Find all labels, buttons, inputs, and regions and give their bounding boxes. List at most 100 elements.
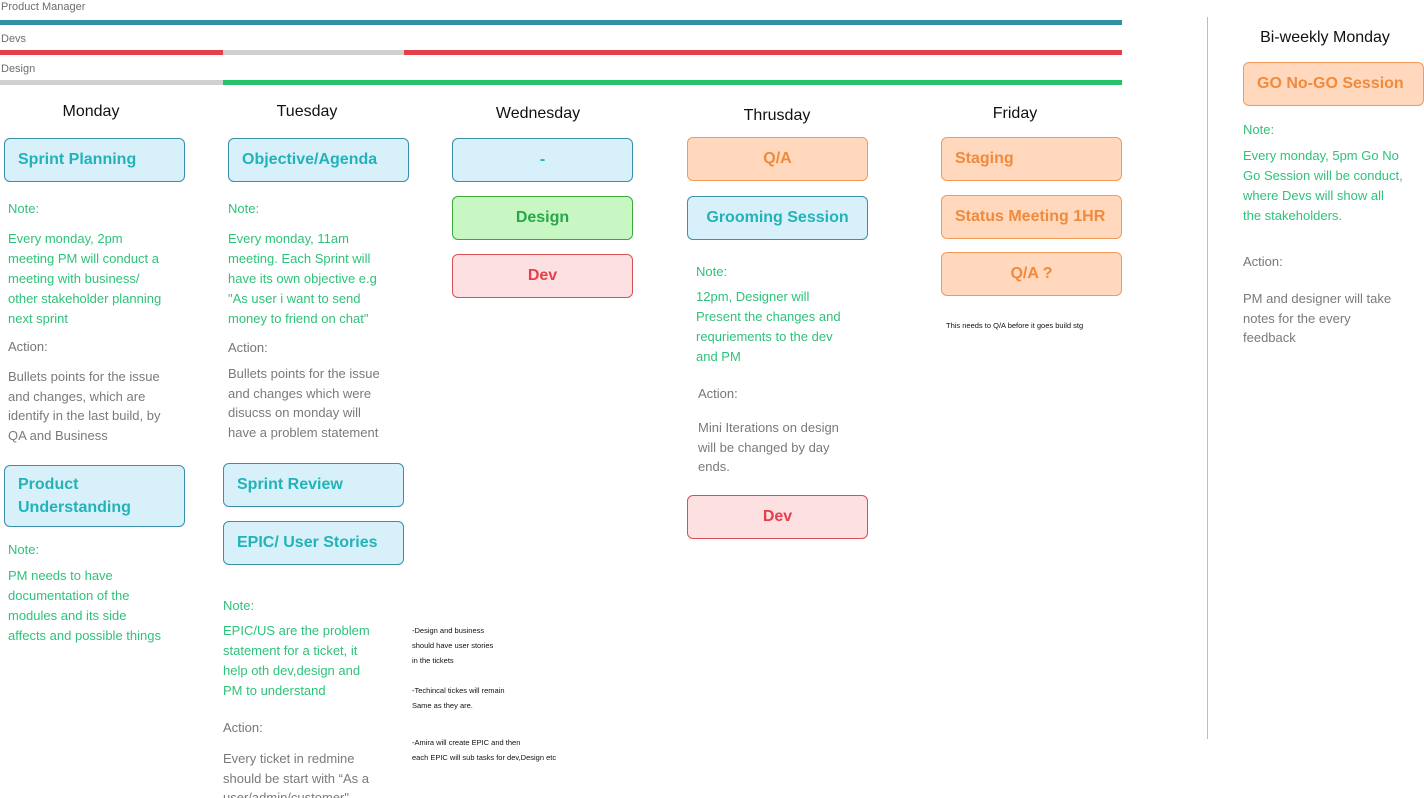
note-line: EPIC/US are the problem: [223, 623, 370, 638]
card-sprint-review-label: Sprint Review: [237, 476, 343, 493]
action-heading: Action:: [1243, 254, 1283, 269]
monday-action-text: Bullets points for the issue and changes…: [8, 367, 213, 445]
action-line: Mini Iterations on design: [698, 420, 839, 435]
card-sprint-review[interactable]: Sprint Review: [223, 463, 404, 507]
day-header-wednesday: Wednesday: [495, 105, 581, 122]
card-design[interactable]: Design: [452, 196, 633, 240]
day-header-biweekly-monday: Bi-weekly Monday: [1260, 29, 1390, 46]
small-note-line: each EPIC will sub tasks for dev,Design …: [412, 753, 557, 762]
wednesday-small-notes: -Design and business should have user st…: [412, 623, 612, 765]
note-line: 12pm, Designer will: [696, 289, 810, 304]
action-line: user/admin/customer": [223, 790, 349, 798]
tuesday-note-text: Every monday, 11am meeting. Each Sprint …: [228, 229, 418, 329]
action-line: identify in the last build, by: [8, 408, 161, 423]
note-line: "As user i want to send: [228, 291, 361, 306]
biweekly-action-text: PM and designer will take notes for the …: [1243, 289, 1423, 348]
note-line: Every monday, 2pm: [8, 231, 123, 246]
note-line: Go Session will be conduct,: [1243, 168, 1403, 183]
tuesday-action-text: Bullets points for the issue and changes…: [228, 364, 418, 442]
action-line: disucss on monday will: [228, 405, 361, 420]
note-heading: Note:: [1243, 122, 1275, 137]
card-wednesday-empty-label: -: [539, 151, 546, 168]
note-heading: Note:: [223, 598, 255, 613]
card-epic-user-stories[interactable]: EPIC/ User Stories: [223, 521, 404, 565]
action-heading: Action:: [8, 339, 48, 354]
column-divider: [1207, 17, 1208, 739]
note-heading: Note:: [8, 201, 40, 216]
thursday-action-text: Mini Iterations on design will be change…: [698, 418, 878, 477]
card-dev-thursday[interactable]: Dev: [687, 495, 868, 539]
note-line: affects and possible things: [8, 628, 161, 643]
small-note-line: -Design and business: [412, 626, 485, 635]
day-header-friday: Friday: [992, 105, 1038, 122]
card-grooming-session-label: Grooming Session: [706, 209, 849, 226]
action-line: and changes, which are: [8, 388, 146, 404]
note-line: money to friend on chat": [228, 311, 369, 326]
note-line: statement for a ticket, it: [223, 643, 358, 658]
action-line: and changes which were: [228, 385, 372, 401]
action-line: should be start with “As a: [223, 770, 369, 786]
note-line: documentation of the: [8, 588, 130, 603]
card-product-understanding-label-1: Product: [18, 476, 79, 493]
card-dev-wednesday-label: Dev: [527, 267, 558, 284]
day-header-tuesday: Tuesday: [276, 103, 338, 120]
card-status-meeting[interactable]: Status Meeting 1HR: [941, 195, 1122, 239]
note-line: Every monday, 11am: [228, 231, 349, 246]
card-go-no-go-session[interactable]: GO No-GO Session: [1243, 62, 1424, 106]
action-line: Bullets points for the issue: [8, 369, 160, 384]
card-status-meeting-label: Status Meeting 1HR: [955, 208, 1106, 225]
action-line: notes for the every: [1243, 310, 1351, 326]
card-product-understanding-label-2: Understanding: [18, 499, 131, 516]
card-epic-user-stories-label: EPIC/ User Stories: [237, 534, 378, 551]
design-timeline-bar: [223, 80, 1122, 85]
card-dev-thursday-label: Dev: [762, 508, 793, 525]
note-line: the stakeholders.: [1243, 208, 1343, 223]
note-heading: Note:: [696, 264, 728, 279]
card-qa-friday-label: Q/A ?: [1010, 265, 1053, 282]
note-line: next sprint: [8, 311, 68, 326]
note-line: have its own objective e.g: [228, 271, 377, 286]
action-line: have a problem statement: [228, 424, 379, 440]
action-line: Every ticket in redmine: [223, 751, 355, 766]
lane-label-product-manager: Product Manager: [1, 1, 86, 13]
card-design-label: Design: [515, 209, 570, 226]
card-staging-label: Staging: [955, 150, 1014, 167]
note-line: meeting. Each Sprint will: [228, 251, 371, 266]
note-heading: Note:: [228, 201, 260, 216]
card-qa-thursday[interactable]: Q/A: [687, 137, 868, 181]
devs-timeline-bar-segment-1: [0, 50, 223, 55]
small-note-line: -Amira will create EPIC and then: [412, 738, 521, 747]
small-note-spacer: [412, 713, 612, 735]
lane-label-design: Design: [1, 63, 36, 75]
card-objective-agenda[interactable]: Objective/Agenda: [228, 138, 409, 182]
tuesday-action-2-text: Every ticket in redmine should be start …: [223, 749, 408, 798]
card-sprint-planning-label: Sprint Planning: [18, 151, 137, 168]
card-wednesday-empty[interactable]: -: [452, 138, 633, 182]
devs-timeline-bar-segment-2: [404, 50, 1122, 55]
monday-note-2-text: PM needs to have documentation of the mo…: [8, 566, 208, 646]
action-line: feedback: [1243, 330, 1296, 345]
note-line: where Devs will show all: [1243, 188, 1384, 203]
note-line: help oth dev,design and: [223, 663, 361, 678]
card-staging[interactable]: Staging: [941, 137, 1122, 181]
card-product-understanding[interactable]: Product Understanding: [4, 465, 185, 527]
friday-small-note: This needs to Q/A before it goes build s…: [946, 321, 1084, 330]
note-line: requriements to the dev: [696, 329, 833, 344]
card-go-no-go-session-label: GO No-GO Session: [1257, 75, 1404, 92]
card-qa-thursday-label: Q/A: [763, 150, 792, 167]
note-line: and PM: [696, 349, 741, 364]
thursday-note-text: 12pm, Designer will Present the changes …: [696, 287, 876, 367]
tuesday-note-2-text: EPIC/US are the problem statement for a …: [223, 621, 408, 701]
biweekly-note-text: Every monday, 5pm Go No Go Session will …: [1243, 146, 1423, 226]
card-grooming-session[interactable]: Grooming Session: [687, 196, 868, 240]
card-dev-wednesday[interactable]: Dev: [452, 254, 633, 298]
note-heading: Note:: [8, 542, 40, 557]
note-line: Every monday, 5pm Go No: [1243, 148, 1399, 163]
action-heading: Action:: [698, 386, 738, 401]
small-note-line: should have user stories: [412, 641, 494, 650]
card-qa-friday[interactable]: Q/A ?: [941, 252, 1122, 296]
note-line: PM needs to have: [8, 568, 113, 583]
card-sprint-planning[interactable]: Sprint Planning: [4, 138, 185, 182]
action-line: ends.: [698, 459, 730, 474]
action-heading: Action:: [223, 720, 263, 735]
